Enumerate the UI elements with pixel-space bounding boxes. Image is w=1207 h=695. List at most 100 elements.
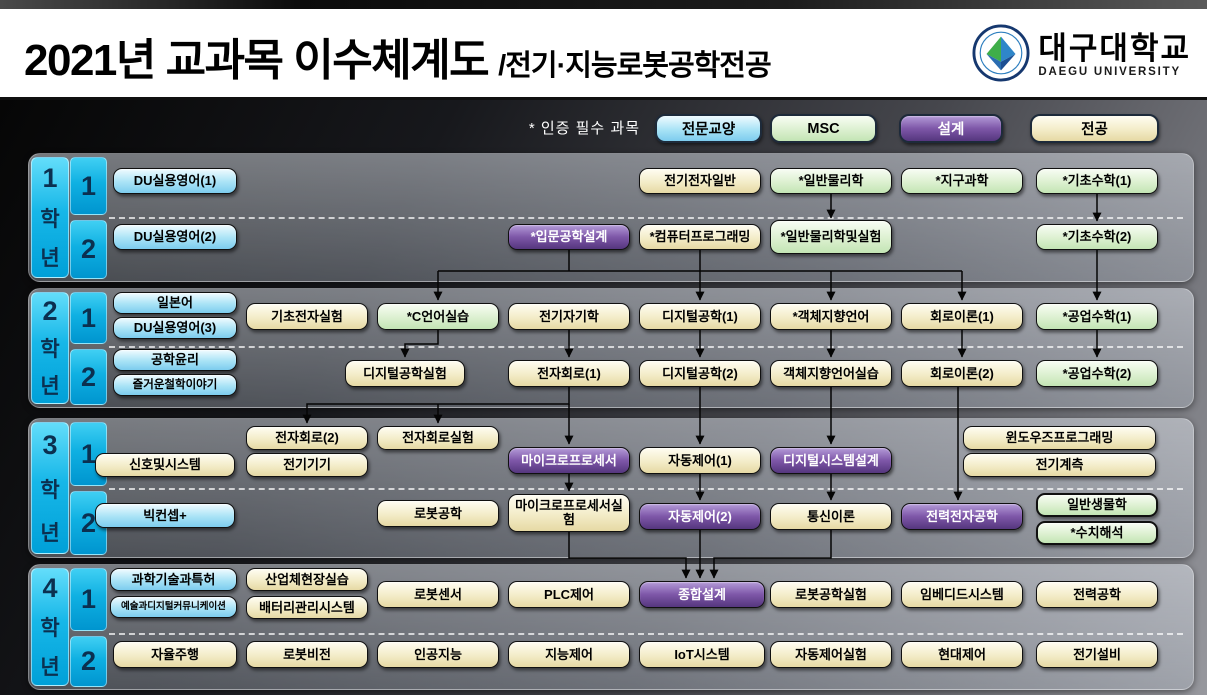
year-char: 년 bbox=[40, 655, 60, 679]
course-box: 회로이론(1) bbox=[901, 303, 1023, 330]
course-box: DU실용영어(3) bbox=[113, 317, 237, 339]
title-row: 2021년 교과목 이수체계도 /전기·지능로봇공학전공 bbox=[24, 24, 772, 88]
course-box: 디지털공학(2) bbox=[639, 360, 761, 387]
course-box: 산업체현장실습 bbox=[246, 568, 368, 591]
year-char: 학 bbox=[40, 478, 60, 502]
course-box: DU실용영어(2) bbox=[113, 224, 237, 250]
year-char: 년 bbox=[40, 247, 60, 271]
course-box: 신호및시스템 bbox=[95, 453, 235, 477]
year-char: 학 bbox=[40, 617, 60, 641]
semester-divider bbox=[109, 217, 1183, 219]
semester-tab-1: 1 bbox=[70, 292, 107, 344]
course-box: 객체지향언어실습 bbox=[770, 360, 892, 387]
course-box: 전자회로실험 bbox=[377, 426, 499, 450]
year-char: 학 bbox=[40, 207, 60, 231]
course-box: 디지털시스템설계 bbox=[770, 447, 892, 474]
course-box: 디지털공학(1) bbox=[639, 303, 761, 330]
logo-text: 대구대학교 DAEGU UNIVERSITY bbox=[1038, 33, 1191, 79]
course-box: 빅컨셉+ bbox=[95, 503, 235, 528]
course-box: 즐거운철학이야기 bbox=[113, 374, 237, 396]
course-box: 전자회로(2) bbox=[246, 426, 368, 450]
course-box: DU실용영어(1) bbox=[113, 168, 237, 194]
year-number: 4 bbox=[42, 573, 58, 604]
course-box: 로봇공학실험 bbox=[770, 581, 892, 608]
course-box: 인공지능 bbox=[377, 641, 499, 668]
year-number: 3 bbox=[42, 429, 58, 460]
logo-subname: DAEGU UNIVERSITY bbox=[1038, 65, 1181, 78]
course-box: 전기계측 bbox=[963, 453, 1156, 477]
course-box: 일반생물학 bbox=[1036, 493, 1158, 517]
page-subtitle: /전기·지능로봇공학전공 bbox=[498, 50, 772, 82]
course-box: 배터리관리시스템 bbox=[246, 596, 368, 619]
semester-tab-2: 2 bbox=[70, 220, 107, 279]
course-box: 지능제어 bbox=[508, 641, 630, 668]
year-char: 년 bbox=[40, 374, 60, 398]
semester-divider bbox=[109, 633, 1183, 635]
course-box: 디지털공학실험 bbox=[345, 360, 465, 387]
course-box: *기초수학(2) bbox=[1036, 224, 1158, 250]
header-divider bbox=[0, 97, 1207, 100]
year-char: 학 bbox=[40, 338, 60, 362]
course-box: 전자회로(1) bbox=[508, 360, 630, 387]
page-title: 2021년 교과목 이수체계도 bbox=[24, 36, 490, 85]
legend-item-msc: MSC bbox=[770, 114, 877, 143]
course-box: 마이크로프로세서실험 bbox=[508, 494, 630, 532]
year-char: 년 bbox=[40, 521, 60, 545]
course-box: 자동제어(1) bbox=[639, 447, 761, 474]
header: 2021년 교과목 이수체계도 /전기·지능로봇공학전공 대구대학교 DAEGU… bbox=[0, 0, 1207, 100]
semester-tab-1: 1 bbox=[70, 157, 107, 215]
course-box: 공학윤리 bbox=[113, 349, 237, 371]
course-box: 로봇비전 bbox=[246, 641, 368, 668]
course-box: *공업수학(1) bbox=[1036, 303, 1158, 330]
legend-item-ge: 전문교양 bbox=[655, 114, 762, 143]
course-box: *입문공학설계 bbox=[508, 224, 630, 250]
course-box: 전력전자공학 bbox=[901, 503, 1023, 530]
course-box: 예술과디지털커뮤니케이션 bbox=[110, 596, 237, 618]
course-box: 전기자기학 bbox=[508, 303, 630, 330]
course-box: *객체지향언어 bbox=[770, 303, 892, 330]
course-box: 통신이론 bbox=[770, 503, 892, 530]
course-box: 로봇공학 bbox=[377, 500, 499, 527]
course-box: *수치해석 bbox=[1036, 521, 1158, 545]
course-box: *일반물리학및실험 bbox=[770, 220, 892, 254]
year-number: 1 bbox=[42, 162, 58, 193]
course-box: 마이크로프로세서 bbox=[508, 447, 630, 474]
semester-tab-1: 1 bbox=[70, 568, 107, 631]
course-box: *공업수학(2) bbox=[1036, 360, 1158, 387]
daegu-university-logo: 대구대학교 DAEGU UNIVERSITY bbox=[972, 24, 1191, 87]
course-box: 현대제어 bbox=[901, 641, 1023, 668]
semester-tab-2: 2 bbox=[70, 349, 107, 405]
course-box: 기초전자실험 bbox=[246, 303, 368, 330]
course-box: 임베디드시스템 bbox=[901, 581, 1023, 608]
semester-tab-2: 2 bbox=[70, 636, 107, 687]
course-box: *기초수학(1) bbox=[1036, 168, 1158, 194]
course-box: 자동제어실험 bbox=[770, 641, 892, 668]
course-box: 전력공학 bbox=[1036, 581, 1158, 608]
course-box: 자동제어(2) bbox=[639, 503, 761, 530]
course-box: 회로이론(2) bbox=[901, 360, 1023, 387]
course-box: *일반물리학 bbox=[770, 168, 892, 194]
course-box: 과학기술과특허 bbox=[110, 568, 237, 591]
course-box: 윈도우즈프로그래밍 bbox=[963, 426, 1156, 450]
course-box: 전기설비 bbox=[1036, 641, 1158, 668]
course-box: 일본어 bbox=[113, 292, 237, 314]
course-box: PLC제어 bbox=[508, 581, 630, 608]
semester-divider bbox=[109, 488, 1183, 490]
course-box: *C언어실습 bbox=[377, 303, 499, 330]
course-box: 전기기기 bbox=[246, 453, 368, 477]
course-box: 종합설계 bbox=[639, 581, 765, 608]
logo-name: 대구대학교 bbox=[1038, 30, 1191, 66]
legend-item-design: 설계 bbox=[899, 114, 1003, 143]
semester-divider bbox=[109, 346, 1183, 348]
legend-note: * 인증 필수 과목 bbox=[528, 120, 640, 137]
course-box: 로봇센서 bbox=[377, 581, 499, 608]
university-emblem-icon bbox=[972, 24, 1030, 87]
course-box: IoT시스템 bbox=[639, 641, 765, 668]
legend-item-major: 전공 bbox=[1030, 114, 1159, 143]
course-box: *컴퓨터프로그래밍 bbox=[639, 224, 761, 250]
